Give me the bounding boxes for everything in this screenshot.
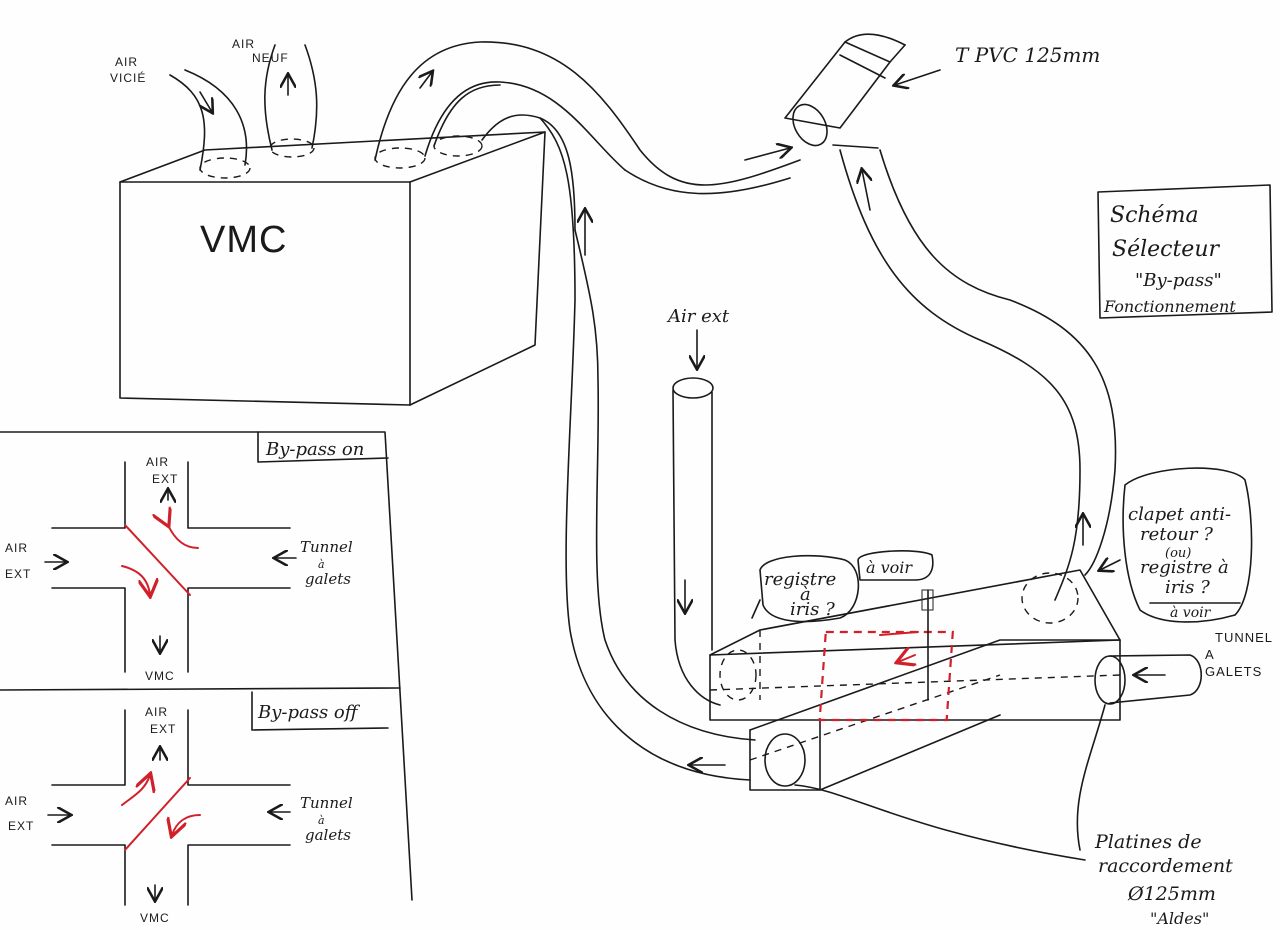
tee-label: T PVC 125mm <box>955 43 1100 67</box>
clapet-text: clapet anti- retour ? (ou) registre à ir… <box>1128 504 1237 598</box>
bypass-on-title: By-pass on <box>265 439 364 460</box>
clapet-note: à voir <box>1170 605 1212 621</box>
bypass-off-panel: By-pass off AIR EXT AIR EXT Tunnel à gal… <box>5 691 389 925</box>
bypass-off-top: AIR EXT <box>145 705 176 736</box>
vmc-title: VMC <box>200 219 287 261</box>
registre-bubble: registre à iris ? à voir <box>759 550 934 623</box>
platines-text: Platines de raccordement Ø125mm "Aldes" <box>1094 831 1239 928</box>
bypass-off-bottom: VMC <box>140 911 170 925</box>
vmc-unit: VMC <box>119 131 546 406</box>
vmc-outlet-pipes <box>374 41 801 231</box>
pipe-right-rise <box>839 149 1117 601</box>
bypass-on-left: AIR EXT <box>5 541 32 581</box>
bypass-off-left: AIR EXT <box>5 794 34 833</box>
bypass-off-right: Tunnel à galets <box>300 794 357 844</box>
bypass-on-bottom: VMC <box>145 669 175 683</box>
air-ext-label: Air ext <box>666 306 730 327</box>
pipe-left-loop <box>539 117 756 781</box>
label-air-vicie: AIR VICIÉ <box>110 55 146 85</box>
tee-pvc: T PVC 125mm <box>784 33 1100 149</box>
bypass-on-right: Tunnel à galets <box>300 538 357 588</box>
title-text: Schéma Sélecteur "By-pass" Fonctionnemen… <box>1103 203 1236 316</box>
tunnel-main-label: TUNNEL A GALETS <box>1205 630 1277 679</box>
clapet-bubble: clapet anti- retour ? (ou) registre à ir… <box>1100 467 1253 623</box>
bypass-off-title: By-pass off <box>257 702 361 723</box>
vmc-front-face <box>119 181 411 406</box>
title-box: Schéma Sélecteur "By-pass" Fonctionnemen… <box>1097 184 1273 319</box>
selector-box <box>709 569 1203 791</box>
bypass-on-panel: By-pass on AIR EXT AIR EXT Tunnel à gale… <box>0 431 413 901</box>
vmc-stubs: AIR VICIÉ AIR NEUF <box>110 37 318 179</box>
registre-note: à voir <box>866 558 913 577</box>
registre-text: registre à iris ? <box>764 569 842 620</box>
platines-annotation: Platines de raccordement Ø125mm "Aldes" <box>794 704 1239 928</box>
bypass-on-top: AIR EXT <box>146 455 178 486</box>
label-air-neuf: AIR NEUF <box>232 37 289 65</box>
pipe-air-ext: Air ext <box>666 306 730 706</box>
